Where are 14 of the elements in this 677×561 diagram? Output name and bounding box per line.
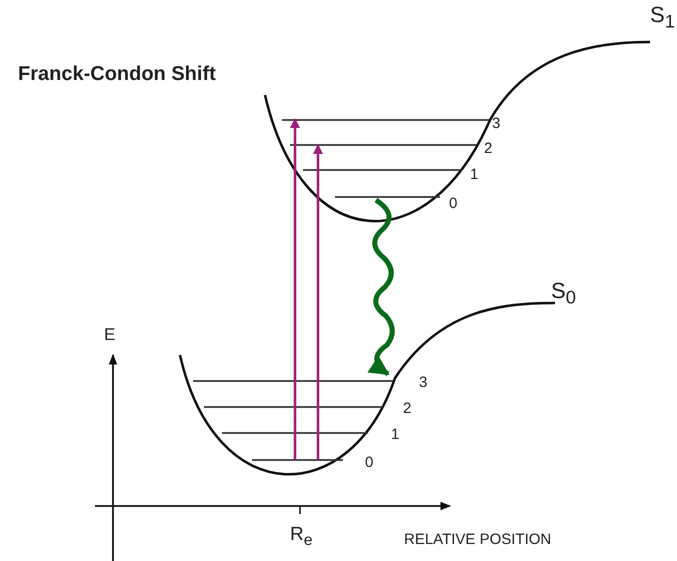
level-number: 3: [419, 375, 428, 390]
state-label: S$_{0}$: [551, 280, 576, 307]
level-number: 3: [492, 116, 500, 131]
level-number: 1: [391, 427, 400, 442]
chart-title: Franck-Condon Shift: [18, 64, 216, 84]
tick-label: R$_{e}$: [290, 525, 313, 549]
level-number: 0: [365, 455, 374, 470]
state-label: S$_{1}$: [650, 4, 675, 31]
level-number: 1: [470, 167, 478, 182]
axis-label: RELATIVE POSITION: [404, 532, 552, 547]
axis-label: E: [104, 326, 116, 343]
level-number: 2: [403, 401, 412, 416]
level-number: 0: [449, 196, 458, 211]
level-number: 2: [484, 141, 492, 156]
